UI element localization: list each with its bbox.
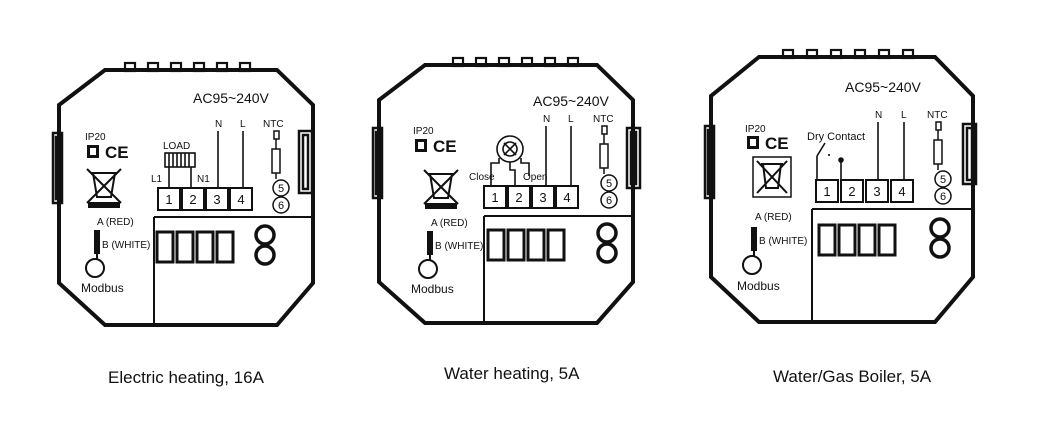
modbus-a-label: A (RED)	[97, 217, 134, 228]
ip20-icon	[747, 136, 759, 149]
ip20-icon	[415, 139, 427, 152]
modbus-label: Modbus	[411, 282, 454, 296]
n-label: N	[875, 110, 882, 121]
modbus-a-label: A (RED)	[431, 218, 468, 229]
ntc-sensor-icon	[271, 130, 290, 214]
terminal-3: 3	[873, 184, 880, 199]
caption-water-heating: Water heating, 5A	[444, 364, 580, 383]
wiring-diagram-boiler: AC95~240V IP20 CE Dry Contact N L 1	[703, 48, 978, 324]
l-label: L	[240, 119, 246, 130]
close-label: Close	[469, 172, 495, 183]
modbus-label: Modbus	[737, 279, 780, 293]
terminal-3: 3	[213, 192, 220, 207]
n-label: N	[543, 114, 550, 125]
ntc-terminal-6: 6	[940, 191, 946, 203]
caption-electric-heating: Electric heating, 16A	[108, 368, 264, 387]
terminal-4: 4	[237, 192, 244, 207]
load-label: LOAD	[163, 141, 190, 152]
n-label: N	[215, 119, 222, 130]
wiring-diagram-electric: AC95~240V IP20 CE LOAD L1 N1 N L	[51, 61, 315, 327]
voltage-label: AC95~240V	[845, 79, 922, 95]
modbus-connector-icon	[742, 227, 762, 275]
valve-motor-icon	[490, 135, 530, 186]
ntc-label: NTC	[263, 119, 284, 130]
weee-bin-icon	[423, 169, 459, 209]
terminal-4: 4	[563, 190, 570, 205]
terminal-4: 4	[898, 184, 905, 199]
modbus-connector-icon	[85, 230, 105, 278]
ntc-terminal-5: 5	[940, 174, 946, 186]
ntc-sensor-icon	[599, 125, 618, 209]
modbus-b-label: B (WHITE)	[435, 241, 483, 252]
ip-rating-label: IP20	[745, 124, 766, 135]
terminal-3: 3	[539, 190, 546, 205]
ce-mark: CE	[433, 137, 457, 156]
modbus-connector-icon	[418, 231, 438, 279]
dry-contact-switch-icon	[816, 142, 844, 180]
ntc-terminal-5: 5	[606, 178, 612, 190]
load-heater-icon	[164, 152, 196, 188]
n1-label: N1	[197, 174, 210, 185]
l1-label: L1	[151, 174, 163, 185]
wiring-diagram-water: AC95~240V IP20 CE Close Open N L 1	[371, 56, 642, 325]
ntc-terminal-6: 6	[606, 195, 612, 207]
terminal-1: 1	[491, 190, 498, 205]
terminal-2: 2	[515, 190, 522, 205]
dry-contact-label: Dry Contact	[807, 131, 865, 143]
modbus-b-label: B (WHITE)	[102, 240, 150, 251]
ntc-sensor-icon	[933, 121, 952, 205]
ip-rating-label: IP20	[85, 132, 106, 143]
voltage-label: AC95~240V	[533, 93, 610, 109]
ntc-terminal-5: 5	[278, 183, 284, 195]
ip20-icon	[87, 145, 99, 158]
modbus-label: Modbus	[81, 281, 124, 295]
ip-rating-label: IP20	[413, 126, 434, 137]
l-label: L	[568, 114, 574, 125]
l-label: L	[901, 110, 907, 121]
ntc-terminal-6: 6	[278, 200, 284, 212]
weee-bin-icon	[86, 168, 122, 208]
ce-mark: CE	[105, 143, 129, 162]
terminal-1: 1	[165, 192, 172, 207]
terminal-1: 1	[823, 184, 830, 199]
terminal-2: 2	[848, 184, 855, 199]
modbus-b-label: B (WHITE)	[759, 236, 807, 247]
ce-mark: CE	[765, 134, 789, 153]
weee-bin-icon	[752, 156, 792, 198]
voltage-label: AC95~240V	[193, 90, 270, 106]
ntc-label: NTC	[593, 114, 614, 125]
terminal-2: 2	[189, 192, 196, 207]
caption-water-gas-boiler: Water/Gas Boiler, 5A	[773, 367, 932, 386]
ntc-label: NTC	[927, 110, 948, 121]
modbus-a-label: A (RED)	[755, 212, 792, 223]
open-label: Open	[523, 172, 547, 183]
